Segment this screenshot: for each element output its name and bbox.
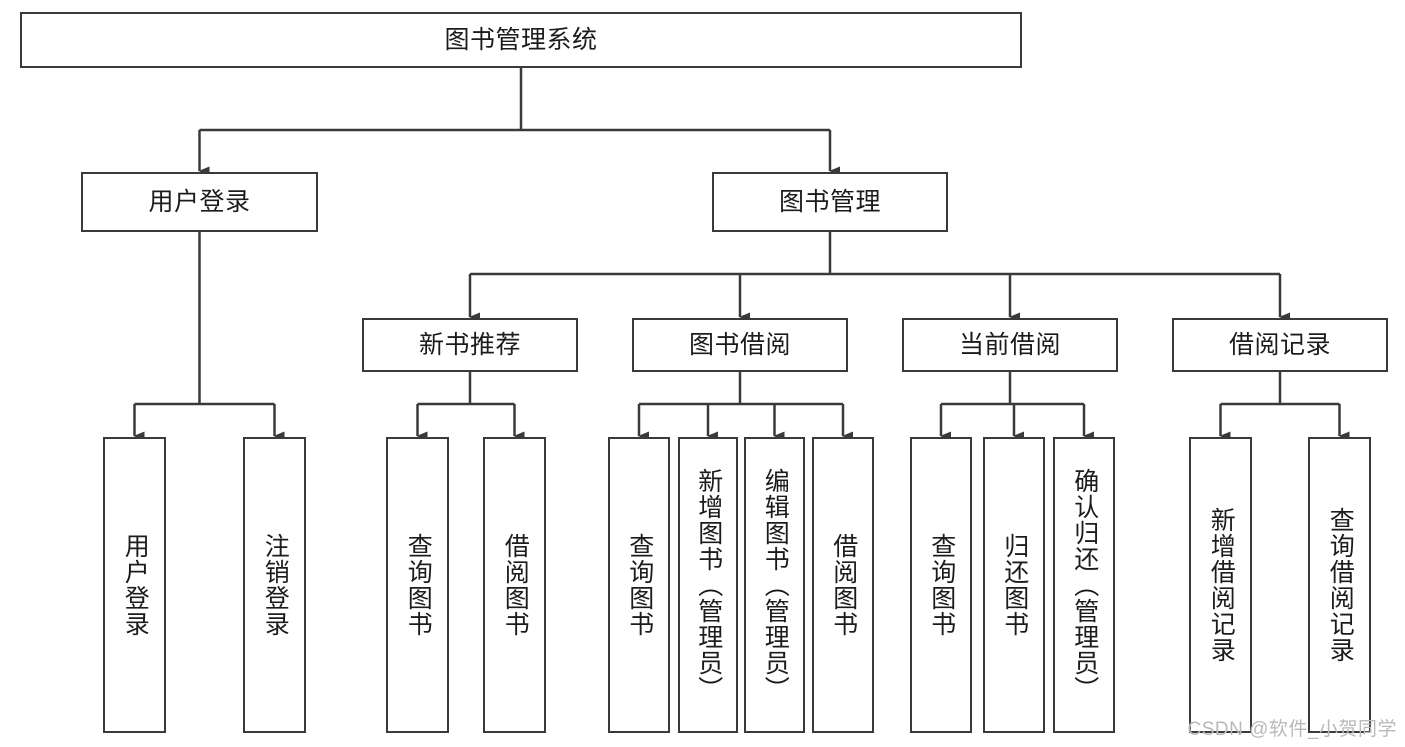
node-label: 查询图书 [404,533,433,637]
node-current[interactable]: 当前借阅 [902,318,1118,372]
node-label: 新增借阅记录 [1207,507,1236,663]
node-label: 图书借阅 [688,330,791,359]
node-label: 查询借阅记录 [1326,507,1355,663]
node-login[interactable]: 用户登录 [81,172,318,232]
node-label: 当前借阅 [958,330,1061,359]
node-label: 新书推荐 [418,330,521,359]
node-records[interactable]: 借阅记录 [1172,318,1388,372]
node-leaf-5[interactable]: 查询图书 [608,437,670,733]
node-newbook[interactable]: 新书推荐 [362,318,578,372]
node-leaf-1[interactable]: 用户登录 [103,437,166,733]
node-leaf-9[interactable]: 查询图书 [910,437,972,733]
node-label: 查询图书 [927,533,956,637]
node-leaf-3[interactable]: 查询图书 [386,437,449,733]
node-label: 借阅图书 [829,533,858,637]
edge-paths [133,68,1350,441]
node-label: 用户登录 [148,187,251,216]
node-label: 注销登录 [261,533,290,637]
node-label: 借阅图书 [501,533,530,637]
node-leaf-7[interactable]: 编辑图书（管理员） [744,437,805,733]
node-label: 用户登录 [121,533,150,637]
node-leaf-12[interactable]: 新增借阅记录 [1189,437,1252,733]
node-leaf-6[interactable]: 新增图书（管理员） [678,437,738,733]
node-label: 图书管理系统 [444,25,598,54]
node-leaf-4[interactable]: 借阅图书 [483,437,546,733]
node-label: 归还图书 [1000,533,1029,637]
node-label: 新增图书（管理员） [694,468,723,702]
node-bookmgmt[interactable]: 图书管理 [712,172,948,232]
node-label: 借阅记录 [1228,330,1331,359]
watermark-text: CSDN @软件_小贺同学 [1187,719,1397,740]
node-leaf-11[interactable]: 确认归还（管理员） [1053,437,1115,733]
node-borrow[interactable]: 图书借阅 [632,318,848,372]
node-leaf-10[interactable]: 归还图书 [983,437,1045,733]
node-leaf-8[interactable]: 借阅图书 [812,437,874,733]
node-label: 图书管理 [778,187,881,216]
node-label: 编辑图书（管理员） [761,468,790,702]
node-label: 确认归还（管理员） [1070,468,1099,702]
node-root[interactable]: 图书管理系统 [20,12,1022,68]
node-leaf-2[interactable]: 注销登录 [243,437,306,733]
node-label: 查询图书 [625,533,654,637]
node-leaf-13[interactable]: 查询借阅记录 [1308,437,1371,733]
